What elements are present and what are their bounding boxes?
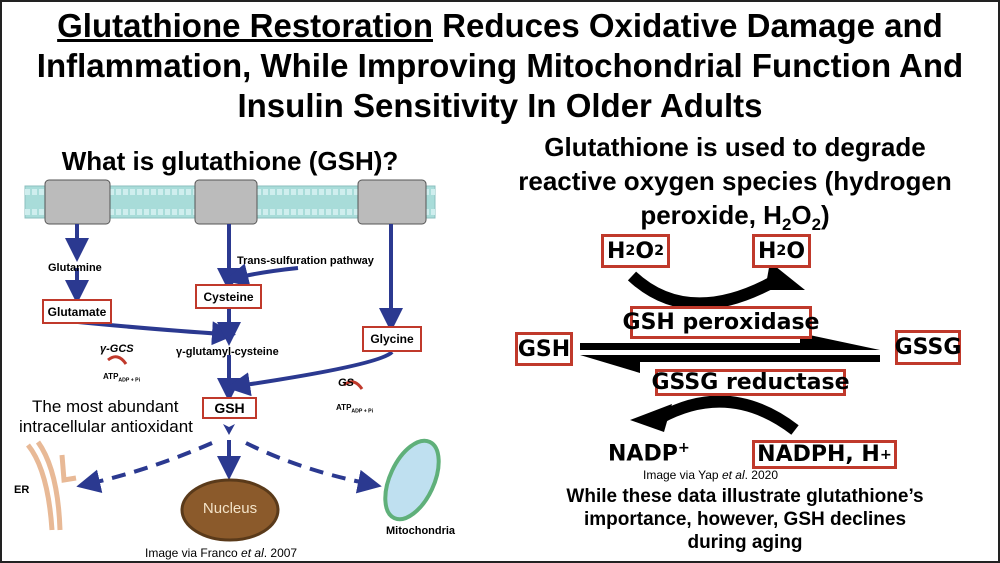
glutamine-label: Glutamine [48,262,102,274]
slide-title-line-2: Inflammation, While Improving Mitochondr… [36,47,964,84]
cell-membrane [24,179,436,225]
gsh-box-right: GSH [515,332,573,366]
nadph-box: NADPH, H+ [752,440,897,469]
atp-adp-label-2: ATPADP + Pi [336,403,374,415]
gamma-glutamyl-cysteine-label: γ-glutamyl-cysteine [176,346,279,358]
glutamate-box: Glutamate [42,299,112,324]
cysteine-box: Cysteine [195,284,262,309]
mitochondria-icon [383,438,441,522]
atp-adp-label-1: ATPADP + Pi [103,372,141,384]
left-heading: What is glutathione (GSH)? [61,146,399,176]
right-heading-line-1: Glutathione is used to degrade [544,132,926,162]
enzyme-curl-arrows [107,355,364,390]
slide-title-line-1: Glutathione Restoration Reduces Oxidativ… [57,7,943,44]
right-heading-line-2: reactive oxygen species (hydrogen [518,166,952,196]
footer-line-1: While these data illustrate glutathione’… [566,486,924,507]
gssg-reductase-box: GSSG reductase [651,369,850,396]
right-caption: Image via Yap et al. 2020 [643,468,778,482]
nucleus-label: Nucleus [202,500,258,517]
gs-label: GS [338,377,354,389]
gssg-box: GSSG [895,330,961,365]
nadp-label: NADP+ [608,440,690,467]
abundant-text-2: intracellular antioxidant [19,417,193,436]
footer-line-2: importance, however, GSH declines [583,509,907,530]
left-caption: Image via Franco et al. 2007 [145,546,298,560]
gsh-peroxidase-box: GSH peroxidase [623,306,819,339]
abundant-text-1: The most abundant [32,397,179,416]
transsulfuration-label: Trans-sulfuration pathway [237,255,374,267]
er-label: ER [14,484,30,496]
footer-line-3: during aging [687,532,803,553]
reaction-arrows [580,262,880,435]
glycine-box: Glycine [362,326,422,352]
slide-title-line-3: Insulin Sensitivity In Older Adults [237,87,763,124]
right-heading-line-3: peroxide, H2O2) [640,200,830,235]
dashed-arrows [76,441,382,494]
mitochondria-label: Mitochondria [386,525,456,537]
gamma-gcs-label: γ-GCS [100,343,134,355]
right-footer-text: While these data illustrate glutathione’… [490,485,1000,554]
pathway-arrows [65,224,403,480]
gsh-box-left: GSH [202,397,257,419]
er-icon [26,440,77,531]
nucleus-icon [180,478,280,542]
